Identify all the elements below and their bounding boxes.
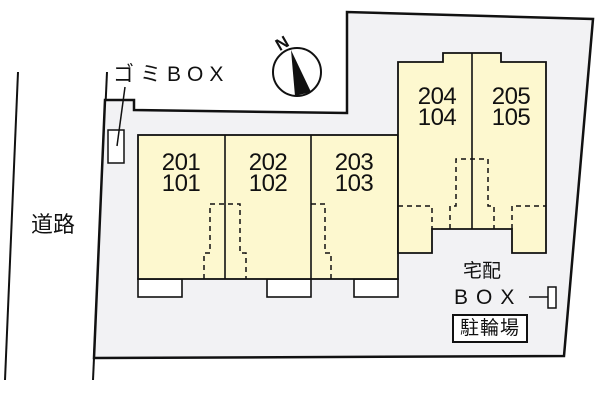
road-label: 道路 [31, 213, 76, 238]
unit-label-201-101: 201 101 [148, 149, 214, 197]
unit-lower-number: 103 [334, 170, 374, 197]
delivery-box-symbol [547, 286, 557, 309]
unit-label-204-104: 204 104 [404, 83, 470, 131]
unit-upper-number: 205 [491, 83, 531, 110]
balcony-103 [353, 278, 399, 298]
balcony-101 [137, 278, 183, 298]
unit-upper-number: 202 [248, 149, 288, 176]
delivery-box-label-line2: BOX [454, 286, 523, 309]
unit-lower-number: 102 [248, 170, 288, 197]
garbage-box-label: ゴミBOX [113, 63, 230, 86]
delivery-box-label-line1: 宅配 [463, 260, 502, 282]
compass-icon [272, 47, 322, 97]
unit-upper-number: 201 [161, 149, 201, 176]
unit-lower-number: 105 [491, 104, 531, 131]
bicycle-parking-label: 駐輪場 [452, 314, 529, 343]
unit-label-202-102: 202 102 [235, 149, 301, 197]
unit-label-205-105: 205 105 [478, 83, 544, 131]
unit-lower-number: 104 [417, 104, 457, 131]
unit-upper-number: 204 [417, 83, 457, 110]
road-edge-left [4, 71, 19, 381]
building-west [137, 134, 399, 280]
garbage-box-symbol [107, 129, 125, 164]
stair-outlines [203, 158, 546, 279]
unit-label-203-103: 203 103 [321, 149, 387, 197]
unit-upper-number: 203 [334, 149, 374, 176]
balcony-102 [266, 278, 312, 298]
unit-lower-number: 101 [161, 170, 201, 197]
garbage-box-leader [116, 86, 126, 147]
